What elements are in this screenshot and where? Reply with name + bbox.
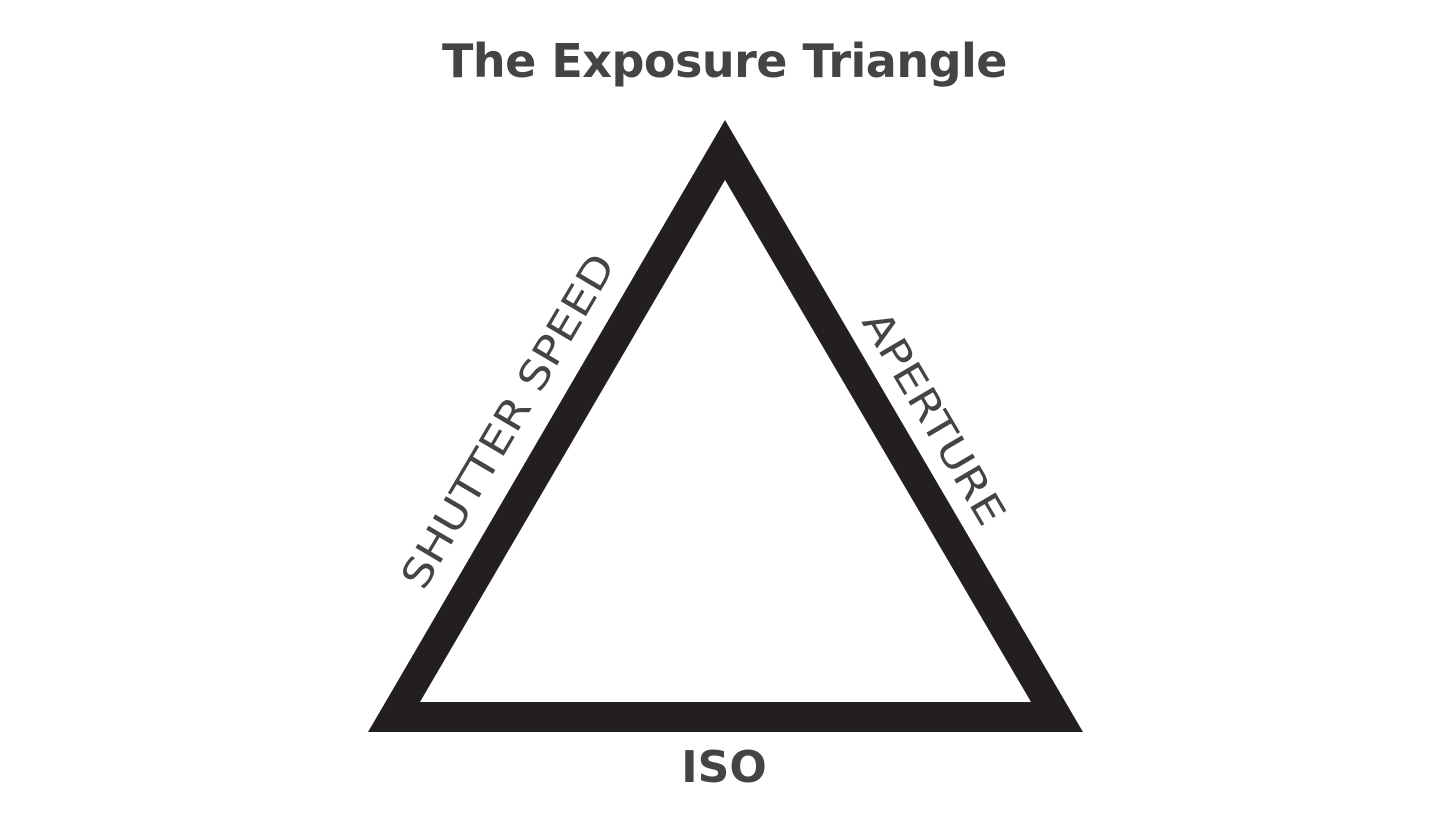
diagram-title: The Exposure Triangle: [442, 34, 1007, 88]
triangle-shape: [368, 120, 1083, 732]
iso-label: ISO: [681, 742, 766, 793]
